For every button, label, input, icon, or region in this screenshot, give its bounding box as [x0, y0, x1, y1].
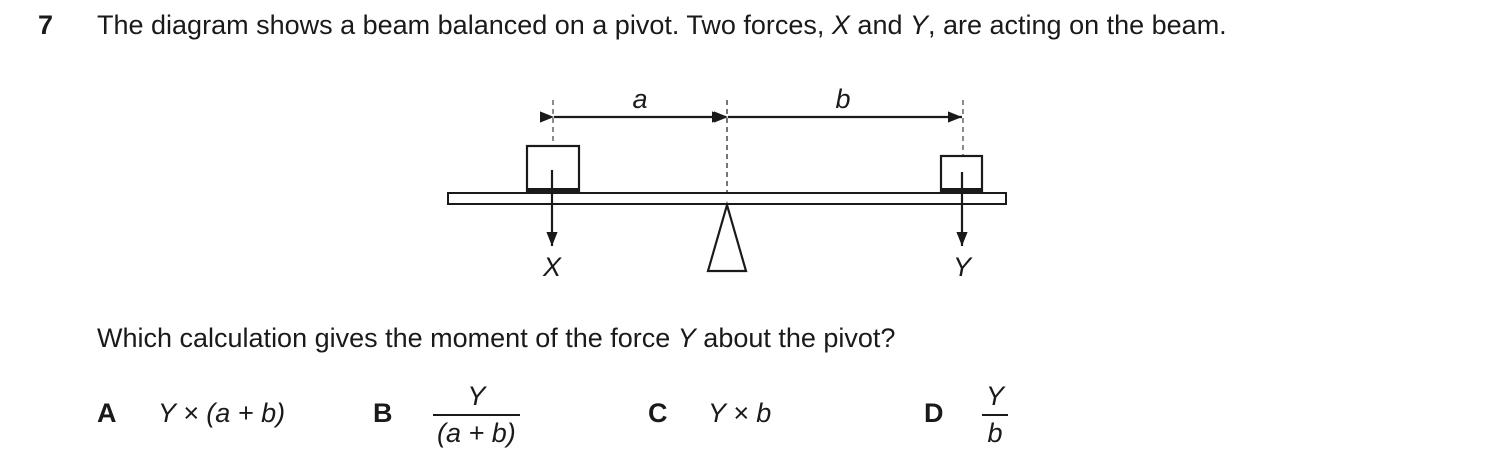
- stem-force-y: Y: [909, 10, 928, 40]
- pivot-triangle: [706, 201, 748, 273]
- option-d-fraction-bar: [982, 414, 1009, 416]
- question-prompt: Which calculation gives the moment of th…: [97, 323, 895, 354]
- option-d-fraction[interactable]: Y b: [982, 381, 1009, 449]
- option-d-letter[interactable]: D: [924, 398, 944, 428]
- label-a: a: [632, 84, 647, 114]
- stem-text-1: The diagram shows a beam balanced on a p…: [97, 10, 832, 40]
- question-number: 7: [38, 10, 54, 40]
- stem-text-2: and: [849, 10, 910, 40]
- option-b-fraction-bar: [433, 414, 520, 416]
- question-force-y: Y: [677, 323, 696, 353]
- question-text-1: Which calculation gives the moment of th…: [97, 323, 678, 353]
- option-b-letter[interactable]: B: [373, 398, 393, 428]
- option-b-fraction[interactable]: Y (a + b): [433, 381, 520, 449]
- question-stem: The diagram shows a beam balanced on a p…: [97, 10, 1227, 41]
- stem-force-x: X: [831, 10, 850, 40]
- option-a-expression[interactable]: Y × (a + b): [158, 398, 286, 428]
- option-a-letter[interactable]: A: [97, 398, 117, 428]
- option-b-denominator: (a + b): [437, 418, 516, 448]
- stem-text-3: , are acting on the beam.: [928, 10, 1227, 40]
- beam-diagram: a b X Y: [447, 84, 1007, 282]
- option-c-expression[interactable]: Y × b: [708, 398, 772, 428]
- option-d-numerator: Y: [986, 381, 1005, 411]
- label-y: Y: [953, 252, 973, 282]
- option-c-letter[interactable]: C: [648, 398, 668, 428]
- label-x: X: [542, 252, 562, 282]
- question-text-2: about the pivot?: [695, 323, 896, 353]
- option-d-denominator: b: [987, 418, 1003, 448]
- option-b-numerator: Y: [467, 381, 486, 411]
- label-b: b: [835, 84, 850, 114]
